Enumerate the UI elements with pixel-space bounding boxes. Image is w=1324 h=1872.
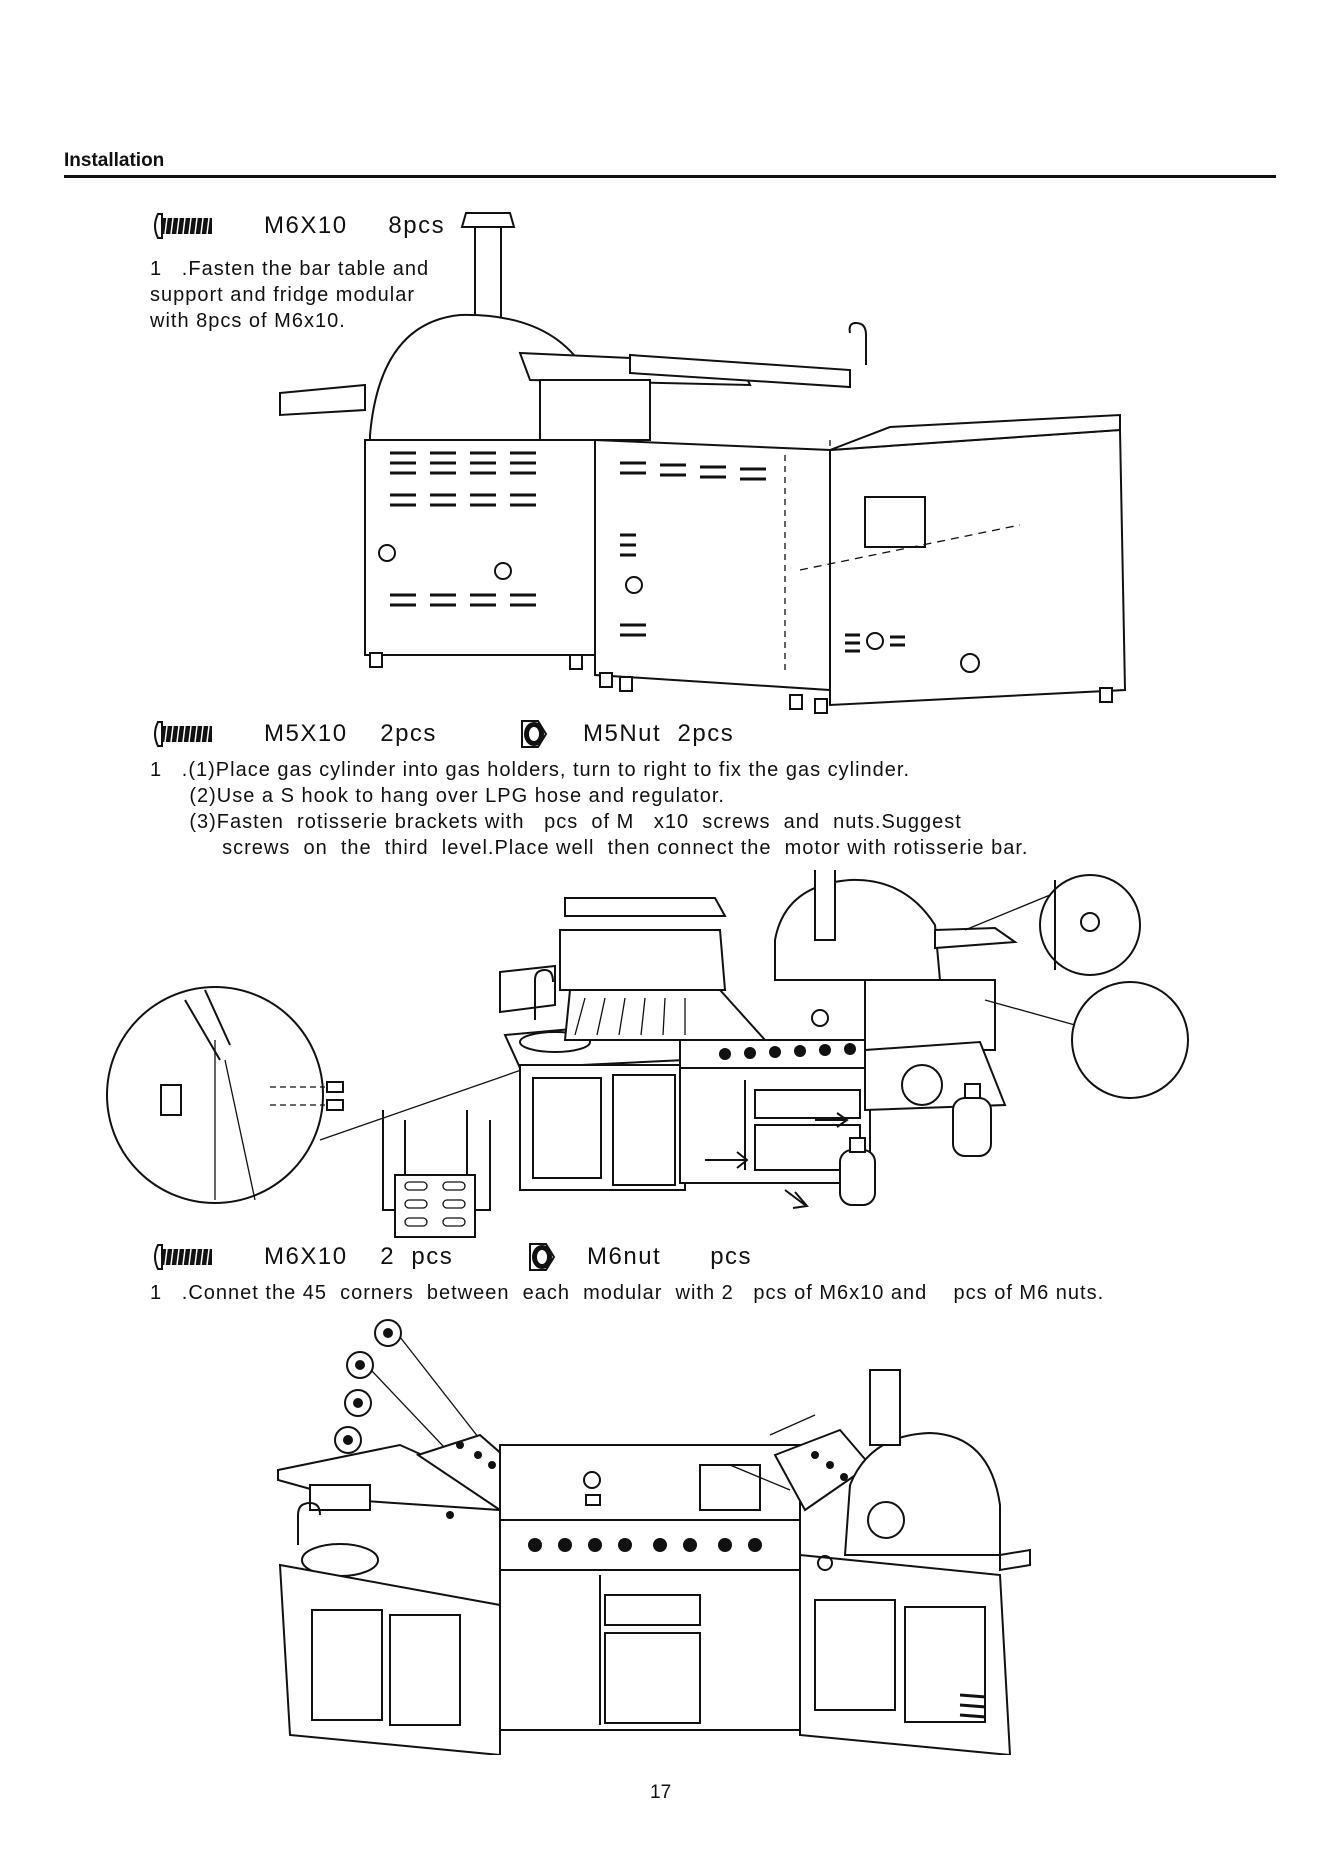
section2-step-line-2: (2)Use a S hook to hang over LPG hose an… [150,785,725,807]
corner-module-assembly-illustration [277,1319,1031,1755]
section1-step-line-2: support and fridge modular [150,284,416,306]
page-number: 17 [650,1782,672,1803]
screw-icon [154,1244,212,1270]
section3-screw-label: M6X10 2 pcs [264,1243,454,1270]
section2-step-line-4: screws on the third level.Place well the… [150,837,1029,859]
nut-icon [521,720,548,748]
header-rule [64,175,1276,178]
page-title: Installation [64,150,165,171]
section1-part-label: M6X10 8pcs [264,212,446,239]
bar-fridge-assembly-illustration [279,212,1127,714]
screw-icon [154,721,212,747]
section1-step-line-1: 1 .Fasten the bar table and [150,258,430,280]
nut-icon [529,1243,556,1271]
section2-screw-label: M5X10 2pcs [264,720,437,747]
gas-cylinder-island-illustration [106,870,1189,1238]
section3-step-line: 1 .Connet the 45 corners between each mo… [150,1282,1105,1304]
section2-step-line-3: (3)Fasten rotisserie brackets with pcs o… [150,811,962,833]
screw-icon [154,213,212,239]
section3-nut-label: M6nut pcs [587,1243,753,1270]
section1-step-line-3: with 8pcs of M6x10. [150,310,346,332]
section2-nut-label: M5Nut 2pcs [583,720,735,747]
section2-step-line-1: 1 .(1)Place gas cylinder into gas holder… [150,759,911,781]
